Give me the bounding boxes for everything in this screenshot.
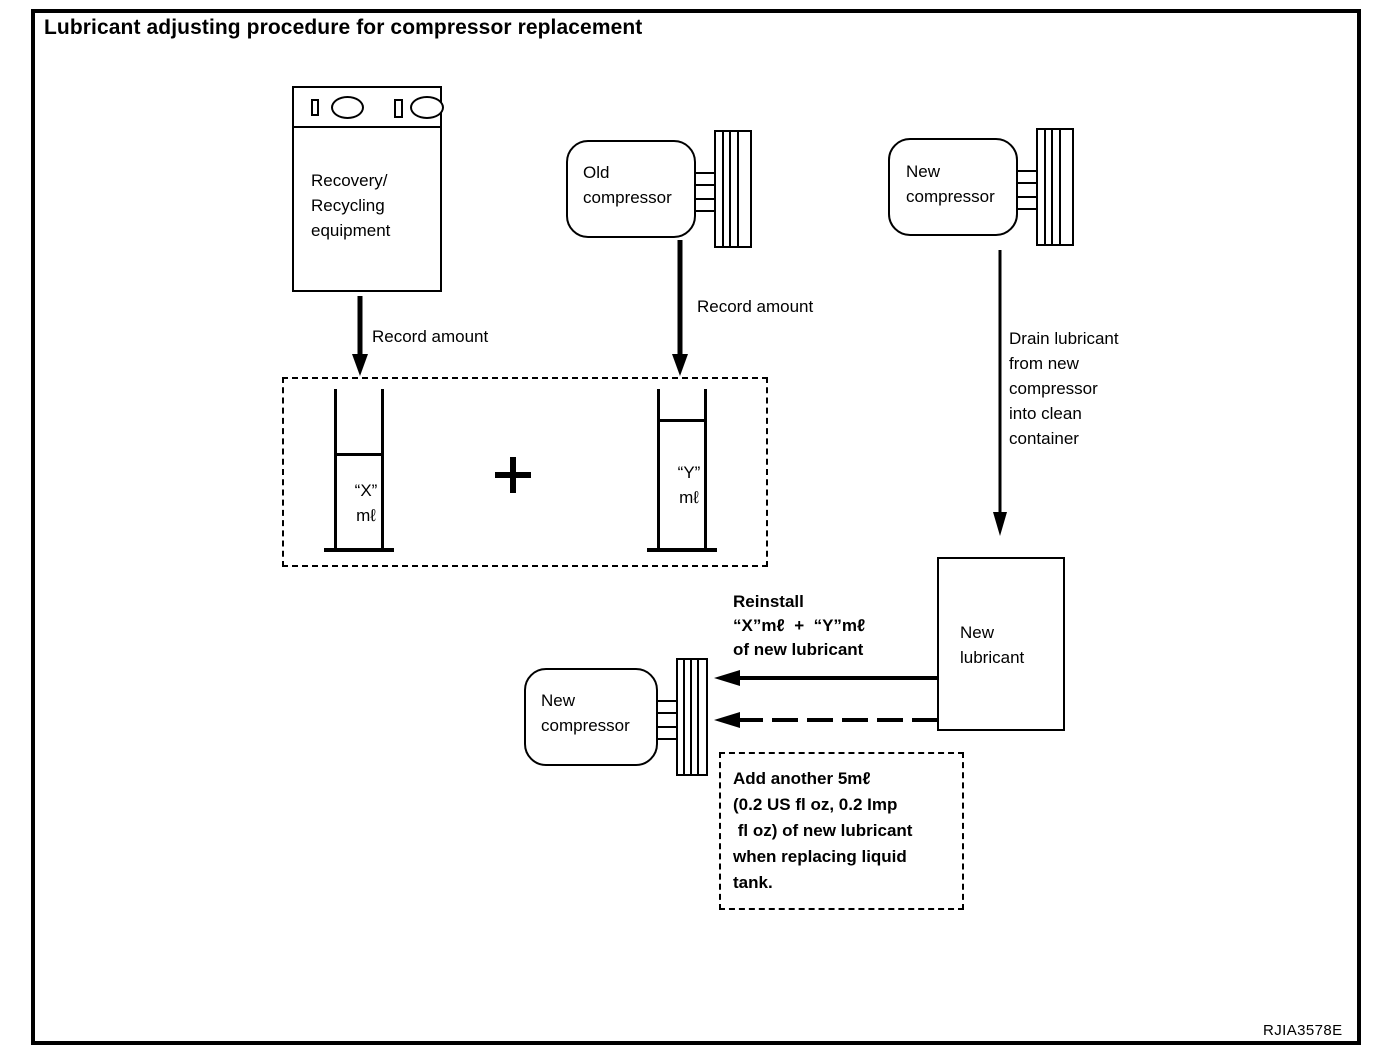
control-switch-icon-2 [394,99,403,118]
new-lubricant-box [937,557,1065,731]
arrow-lubricant-to-compressor-dashed [714,712,938,728]
cylinder-x-fill-line [337,453,381,456]
cylinder-y-label: “Y” mℓ [677,463,701,507]
old-compressor-shaft-lower [694,198,716,212]
note-box [719,752,964,910]
record-amount-right-label: Record amount [697,297,814,316]
new-lubricant-label: New lubricant [960,623,1025,667]
arrow-recovery-to-cylinder [352,296,368,376]
arrow-old-compressor-to-cylinder [672,240,688,376]
new-compressor-top-shaft-upper [1016,170,1038,184]
new-compressor-top-pulley [1036,128,1074,246]
record-amount-left-label: Record amount [372,327,489,346]
old-compressor-shaft-upper [694,172,716,186]
reinstall-instruction-label: Reinstall “X”mℓ + “Y”mℓ of new lubricant [733,592,866,659]
gauge-icon-2 [410,96,444,119]
diagram-frame [31,9,1361,1045]
drain-instruction-label: Drain lubricant from new compressor into… [1009,329,1119,448]
cylinder-y-base [647,548,717,552]
new-compressor-top-shaft-lower [1016,196,1038,210]
old-compressor-body [566,140,696,238]
gauge-icon-1 [331,96,364,119]
new-compressor-bottom-shaft-lower [656,726,678,740]
new-compressor-bottom-label: New compressor [541,691,630,735]
new-compressor-bottom-pulley [676,658,708,776]
recovery-equipment-label: Recovery/ Recycling equipment [311,171,391,240]
cylinder-x-label: “X” mℓ [354,481,378,525]
figure-code: RJIA3578E [1263,1022,1343,1039]
new-compressor-bottom-body [524,668,658,766]
cylinder-y-fill-line [660,419,704,422]
arrow-lubricant-to-compressor-solid [714,670,938,686]
note-box-text: Add another 5mℓ (0.2 US fl oz, 0.2 Imp f… [733,769,913,892]
old-compressor-label: Old compressor [583,163,672,207]
new-compressor-bottom-shaft-upper [656,700,678,714]
measuring-group-container [282,377,768,567]
arrow-new-compressor-to-lubricant [993,250,1007,536]
plus-symbol-vertical [510,457,516,493]
old-compressor-pulley [714,130,752,248]
cylinder-x [334,389,384,550]
page-title: Lubricant adjusting procedure for compre… [44,16,643,39]
cylinder-y [657,389,707,550]
control-switch-icon-1 [311,99,319,116]
new-compressor-top-body [888,138,1018,236]
cylinder-x-base [324,548,394,552]
new-compressor-top-label: New compressor [906,162,995,206]
